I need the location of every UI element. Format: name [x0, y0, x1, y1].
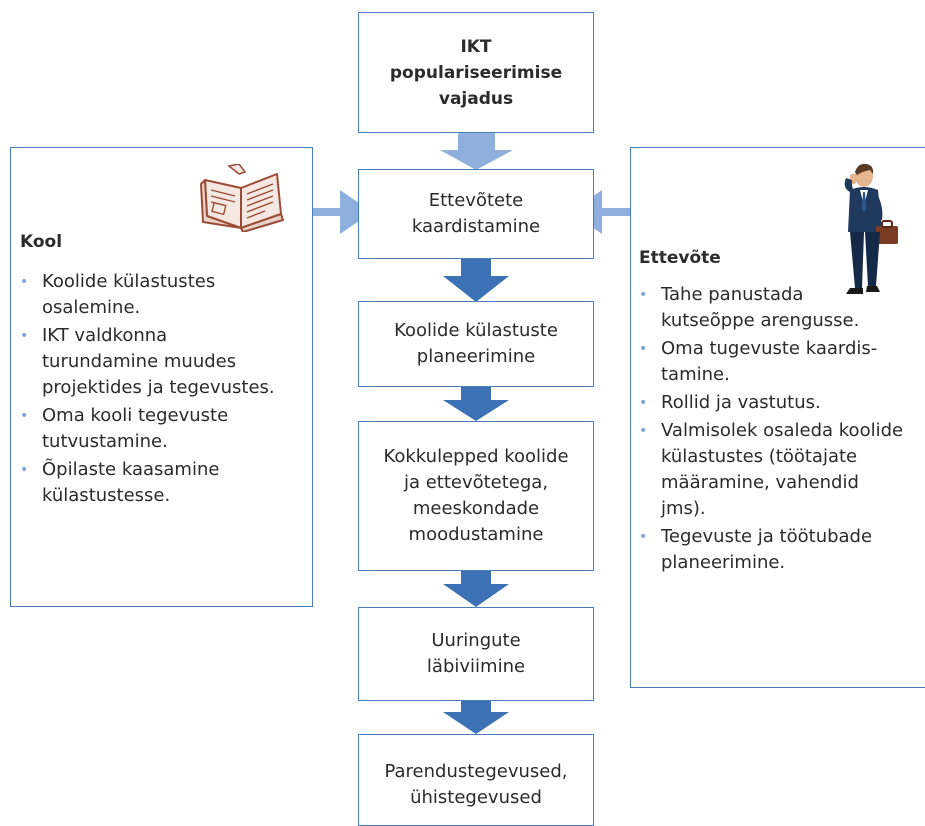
list-item: Koolide külastustes osalemine. [16, 269, 312, 321]
list-item: IKT valdkonna turundamine muudes projekt… [16, 323, 312, 401]
flow-box-improvements: Parendustegevused, ühistegevused [358, 734, 594, 826]
school-bullet-list: Koolide külastustes osalemine. IKT valdk… [16, 269, 312, 511]
need-box: IKT populariseerimise vajadus [358, 12, 594, 133]
company-bullet-list: Tahe panustada kutseõppe arengusse. Oma … [635, 282, 925, 578]
school-box: Kool Koolide külastustes osalemine. IKT … [10, 147, 313, 607]
arrow-flow-4 [443, 700, 509, 734]
businessman-icon [844, 163, 898, 294]
list-item: Oma kooli tegevuste tutvustamine. [16, 403, 312, 455]
list-item: Valmisolek osaleda koolide külastustes (… [635, 418, 925, 522]
flow-box-mapping: Ettevõtete kaardistamine [358, 169, 594, 259]
school-title: Kool [20, 232, 63, 252]
flow-box-research: Uuringute läbiviimine [358, 607, 594, 701]
company-title: Ettevõte [639, 248, 721, 268]
list-item: Oma tugevuste kaardis- tamine. [635, 336, 925, 388]
flow-box-mapping-label: Ettevõtete kaardistamine [411, 190, 541, 237]
flow-box-planning-label: Koolide külastuste planeerimine [394, 320, 558, 367]
list-item: Tahe panustada kutseõppe arengusse. [635, 282, 925, 334]
flow-box-research-label: Uuringute läbiviimine [426, 630, 526, 677]
flow-box-improvements-label: Parendustegevused, ühistegevused [384, 761, 568, 808]
list-item: Õpilaste kaasamine külastustesse. [16, 457, 312, 509]
book-icon [200, 164, 284, 232]
arrow-flow-3 [443, 570, 509, 607]
flow-box-planning: Koolide külastuste planeerimine [358, 301, 594, 387]
need-box-label: IKT populariseerimise vajadus [389, 36, 563, 109]
flow-box-agreements: Kokkulepped koolide ja ettevõtetega, mee… [358, 421, 594, 571]
arrow-right-to-mapping [570, 190, 630, 234]
arrow-flow-2 [443, 386, 509, 421]
arrow-left-to-mapping [312, 190, 372, 234]
list-item: Rollid ja vastutus. [635, 390, 925, 416]
arrow-top-to-mapping [440, 133, 513, 170]
arrow-flow-1 [443, 258, 509, 302]
flow-box-agreements-label: Kokkulepped koolide ja ettevõtetega, mee… [383, 446, 569, 545]
list-item: Tegevuste ja töötubade planeerimine. [635, 524, 925, 576]
